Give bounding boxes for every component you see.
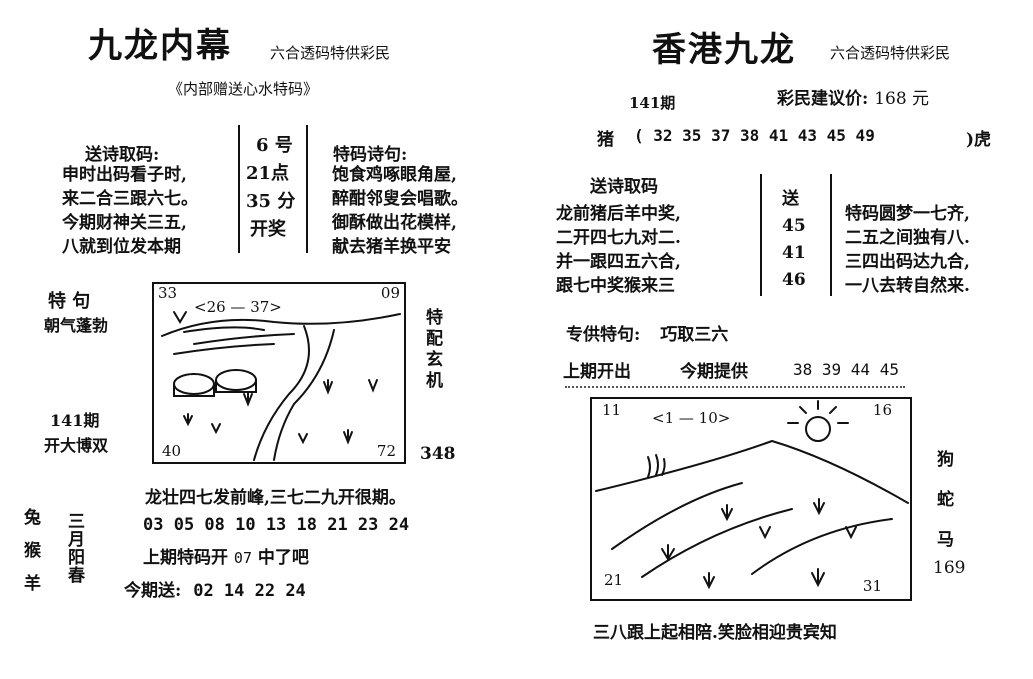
sketch-top-left: 11	[602, 401, 622, 419]
sketch-bottom-left: 21	[604, 571, 624, 589]
animal: 兔	[24, 508, 41, 528]
send-box-label: 送	[782, 189, 799, 209]
right-sketch: 11 16 21 31 <1 — 10>	[590, 397, 912, 601]
price-value: 168 元	[874, 89, 930, 109]
right-special-poem-line: 三四出码达九合,	[845, 252, 970, 272]
left-title: 九龙内幕	[88, 26, 232, 66]
special-poem-line: 饱食鸡啄眼角屋,	[332, 165, 457, 185]
left-poem-label: 送诗取码:	[85, 145, 160, 165]
last-suffix: 中了吧	[257, 548, 309, 568]
last-value: 07	[233, 549, 252, 567]
right-special-poem-line: 一八去转自然来.	[845, 276, 970, 296]
left-special-poem: 饱食鸡啄眼角屋, 醉酣邻叟会唱歌。 御酥做出花模样, 献去猪羊换平安	[332, 163, 468, 259]
right-special-poem-line: 特码圆梦一七齐,	[845, 204, 970, 224]
left-sketch-drawing	[161, 311, 401, 461]
right-this-label: 今期提供	[680, 362, 748, 382]
left-poem-line: 申时出码看子时,	[62, 165, 187, 185]
right-footer: 三八跟上起相陪.笑脸相迎贵宾知	[593, 623, 837, 643]
right-special-poem-line: 二五之间独有八.	[845, 228, 970, 248]
zodiac-numbers: ( 32 35 37 38 41 43 45 49	[634, 126, 875, 145]
right-poem-line: 二开四七九对二.	[556, 228, 681, 248]
divider	[565, 386, 905, 388]
left-tagline: 《内部赠送心水特码》	[168, 80, 319, 98]
last-draw: 上期特码开 07 中了吧	[143, 543, 309, 568]
special-poem-line: 献去猪羊换平安	[332, 237, 451, 257]
left-time-box	[238, 125, 308, 253]
right-side-number: 169	[933, 558, 966, 578]
right-last-label: 上期开出	[563, 362, 631, 382]
left-verse: 龙壮四七发前峰,三七二九开很期。	[145, 488, 406, 508]
send-box-number: 41	[782, 243, 806, 263]
left-side-number: 348	[420, 444, 456, 464]
animal: 羊	[24, 574, 41, 594]
right-poem: 龙前猪后羊中奖, 二开四七九对二. 并一跟四五六合, 跟七中奖猴来三	[556, 202, 681, 298]
price: 彩民建议价: 168 元	[777, 84, 929, 109]
draw-day: 6 号	[256, 135, 293, 156]
send-box-number: 45	[782, 216, 806, 236]
right-special-poem: 特码圆梦一七齐, 二五之间独有八. 三四出码达九合, 一八去转自然来.	[845, 202, 970, 298]
sketch-top-left: 33	[158, 284, 178, 302]
special-poem-line: 御酥做出花模样,	[332, 213, 457, 233]
left-special-poem-label: 特码诗句:	[333, 145, 408, 165]
special-poem-line: 醉酣邻叟会唱歌。	[332, 189, 468, 209]
left-period: 141期	[50, 411, 100, 430]
left-sketch: 33 09 40 72 <26 — 37>	[152, 282, 406, 464]
animal: 蛇	[937, 490, 954, 510]
right-animals: 狗 蛇 马	[937, 440, 954, 560]
left-period-note: 开大博双	[44, 436, 109, 455]
left-special-label: 特 句	[48, 291, 91, 312]
left-time-lines: 6 号 21点 35 分 开奖	[246, 132, 295, 244]
right-special-label: 专供特句:	[566, 325, 641, 345]
right-poem-line: 龙前猪后羊中奖,	[556, 204, 681, 224]
left-month-vertical: 三月阳春	[64, 512, 84, 584]
draw-minute: 35 分	[246, 191, 296, 212]
sketch-range: <26 — 37>	[194, 298, 282, 316]
draw-hour: 21点	[246, 163, 290, 184]
send-row: 今期送: 02 14 22 24	[124, 576, 306, 601]
last-prefix: 上期特码开	[143, 548, 228, 568]
right-poem-label: 送诗取码	[590, 177, 658, 197]
animal: 猴	[24, 541, 41, 561]
right-send-lines: 送 45 41 46	[782, 186, 806, 294]
send-numbers: 02 14 22 24	[193, 581, 306, 601]
sketch-bottom-left: 40	[162, 442, 182, 460]
right-poem-line: 并一跟四五六合,	[556, 252, 681, 272]
left-numbers: 03 05 08 10 13 18 21 23 24	[143, 515, 410, 535]
right-poem-line: 跟七中奖猴来三	[556, 276, 675, 296]
sketch-bottom-right: 72	[376, 442, 396, 460]
zodiac-start: 猪	[597, 130, 614, 150]
right-sketch-drawing	[595, 400, 909, 590]
left-special-phrase: 朝气蓬勃	[44, 316, 109, 335]
send-label: 今期送:	[124, 581, 182, 601]
sketch-bottom-right: 31	[862, 577, 882, 595]
animal: 马	[937, 530, 954, 550]
animal: 狗	[937, 450, 954, 470]
right-special-phrase: 巧取三六	[660, 325, 729, 345]
right-special: 专供特句: 巧取三六	[566, 320, 728, 345]
left-poem-line: 今期财神关三五,	[62, 213, 187, 233]
right-title: 香港九龙	[652, 30, 796, 70]
right-subtitle: 六合透码特供彩民	[830, 44, 951, 62]
sketch-top-right: 16	[872, 401, 892, 419]
send-box-number: 46	[782, 270, 806, 290]
zodiac-end: )虎	[966, 130, 992, 150]
price-label: 彩民建议价:	[777, 89, 869, 109]
left-side-vertical: 特配玄机	[422, 308, 442, 392]
right-this-numbers: 38 39 44 45	[793, 360, 899, 379]
right-send-box	[760, 174, 832, 296]
left-poem: 申时出码看子时, 来二合三跟六七。 今期财神关三五, 八就到位发本期	[62, 163, 198, 259]
sketch-range: <1 — 10>	[652, 409, 731, 427]
draw-label: 开奖	[250, 219, 286, 240]
left-animals: 兔 猴 羊	[24, 502, 41, 601]
left-poem-line: 八就到位发本期	[62, 237, 181, 257]
right-period: 141期	[629, 94, 676, 112]
left-subtitle: 六合透码特供彩民	[270, 44, 391, 62]
sketch-top-right: 09	[380, 284, 400, 302]
left-poem-line: 来二合三跟六七。	[62, 189, 198, 209]
